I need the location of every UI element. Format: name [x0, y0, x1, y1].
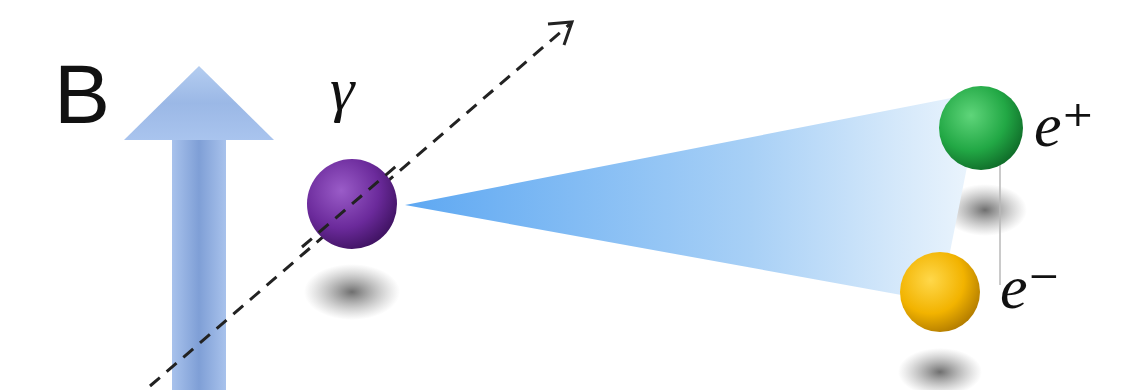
- photon-sphere: [307, 159, 397, 249]
- field-arrow: [124, 66, 274, 390]
- sphere-shadow: [898, 348, 982, 390]
- propagation-direction: [150, 22, 572, 386]
- positron-label: e⁺: [1034, 94, 1094, 156]
- electron-label: e⁻: [1000, 256, 1060, 318]
- electron-sphere: [900, 252, 980, 332]
- emission-cone: [405, 92, 982, 302]
- sphere-shadow: [304, 264, 400, 320]
- field-label: B: [54, 52, 110, 136]
- positron-sphere: [939, 86, 1023, 170]
- propagation-direction: [302, 161, 402, 247]
- photon-label: γ: [330, 58, 354, 120]
